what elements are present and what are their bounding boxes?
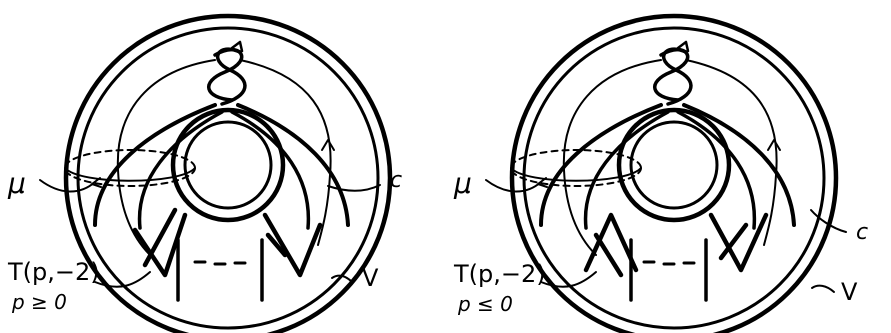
- center-hole-outer: [616, 107, 732, 223]
- zigzag-right-b: [265, 232, 288, 258]
- label-v: V: [841, 278, 858, 306]
- zigzag-left-b: [142, 207, 178, 268]
- diagram-left: μ c V T(p,−2) p ≥ 0: [0, 0, 445, 333]
- twist-strand-b: [662, 47, 693, 106]
- outer-circle: [509, 13, 839, 333]
- arrow-c: [767, 139, 781, 151]
- band-right-inner: [676, 110, 757, 230]
- label-torus-knot: T(p,−2): [454, 260, 546, 288]
- zigzag-left: [583, 212, 639, 273]
- center-hole-outer: [170, 107, 286, 223]
- band-left-outer: [93, 103, 217, 227]
- leader-c: [810, 209, 847, 233]
- band-right-outer: [236, 103, 350, 227]
- band-right-outer: [682, 103, 796, 227]
- dots: [642, 260, 696, 266]
- zigzag-left-b: [593, 232, 624, 278]
- label-torus-knot: T(p,−2): [8, 258, 100, 286]
- solid-torus-drawing-right: [485, 13, 847, 333]
- curve-c: [116, 59, 216, 256]
- solid-torus-drawing-left: [39, 13, 393, 333]
- label-c: c: [390, 168, 403, 193]
- arrow-on-twist: [676, 40, 690, 53]
- outer-circle: [63, 13, 393, 333]
- band-left-inner: [583, 110, 670, 230]
- zigzag-right-b: [718, 222, 749, 261]
- leader-torus: [94, 271, 151, 288]
- leader-mu: [485, 179, 542, 193]
- zigzag-right: [708, 212, 769, 273]
- band-left-outer: [539, 103, 663, 227]
- leader-v: [331, 274, 353, 283]
- curve-c-right: [685, 59, 778, 246]
- dots: [193, 260, 247, 266]
- band-right-inner: [230, 110, 311, 230]
- label-mu: μ: [454, 167, 472, 200]
- curve-c: [562, 59, 662, 256]
- leader-v: [811, 284, 835, 293]
- diagram-right: μ c V T(p,−2) p ≤ 0: [446, 0, 891, 333]
- band-left-inner: [137, 110, 224, 230]
- meridian-mu-front: [510, 167, 642, 182]
- label-c: c: [856, 220, 869, 245]
- leader-mu: [39, 179, 96, 193]
- label-condition: p ≤ 0: [458, 292, 513, 316]
- leader-c: [327, 184, 381, 192]
- label-v: V: [362, 264, 379, 292]
- twist-strand-b: [216, 47, 247, 106]
- zigzag-left: [132, 212, 188, 278]
- label-mu: μ: [8, 167, 26, 200]
- zigzag-right: [262, 212, 323, 278]
- meridian-mu-front: [64, 167, 196, 182]
- center-hole-inner: [183, 120, 273, 210]
- center-hole-inner: [629, 120, 719, 210]
- curve-c-right: [239, 59, 332, 246]
- leader-torus: [540, 271, 597, 288]
- arrow-c: [321, 139, 335, 151]
- label-condition: p ≥ 0: [12, 290, 67, 314]
- arrow-on-twist: [230, 40, 244, 53]
